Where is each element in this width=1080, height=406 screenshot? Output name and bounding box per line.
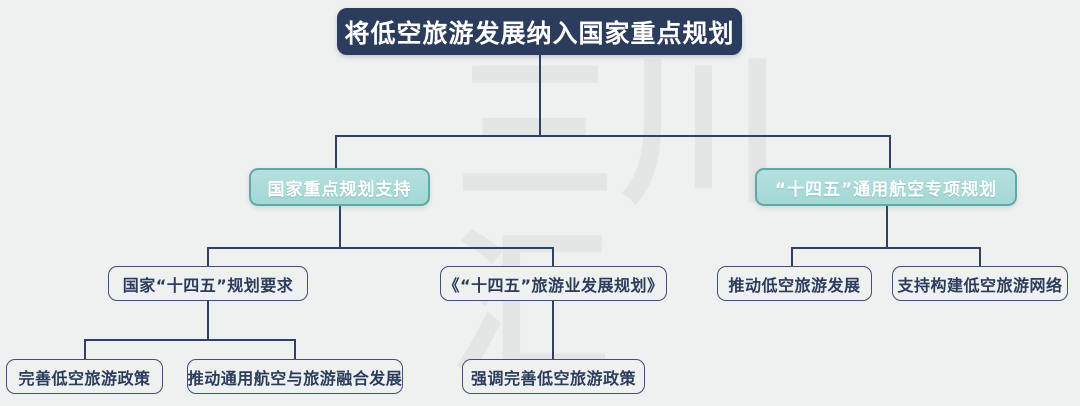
- connector-title-down: [539, 55, 541, 136]
- watermark-top: 三川: [455, 38, 788, 225]
- connector-level3-left-bar: [207, 247, 554, 249]
- connector-left-branch-down: [339, 206, 341, 249]
- connector-level3-node2-up: [552, 247, 554, 267]
- connector-level4-node2-up: [294, 339, 296, 360]
- connector-level3-right-bar: [791, 247, 981, 249]
- connector-level2-bar: [335, 135, 891, 137]
- connector-level4-node1-up: [84, 339, 86, 360]
- connector-level3-node3-up: [791, 247, 793, 267]
- node-integrate-aviation-tourism[interactable]: 推动通用航空与旅游融合发展: [187, 359, 403, 394]
- node-emphasize-improve-policy[interactable]: 强调完善低空旅游政策: [462, 359, 645, 394]
- node-improve-policy[interactable]: 完善低空旅游政策: [6, 359, 163, 394]
- connector-node1-down: [207, 300, 209, 341]
- connector-level3-node1-up: [207, 247, 209, 267]
- node-branch-national-plan[interactable]: 国家重点规划支持: [249, 168, 430, 206]
- node-14th-five-year-requirement[interactable]: 国家“十四五”规划要求: [108, 266, 308, 301]
- node-branch-aviation-plan[interactable]: “十四五”通用航空专项规划: [755, 168, 1017, 206]
- connector-level3-node4-up: [979, 247, 981, 267]
- connector-level2-right-up: [889, 135, 891, 168]
- connector-level4-bar: [84, 339, 296, 341]
- connector-right-branch-down: [886, 206, 888, 249]
- connector-node2-down: [552, 300, 554, 360]
- node-promote-low-altitude-tourism[interactable]: 推动低空旅游发展: [717, 266, 872, 301]
- node-tourism-development-plan[interactable]: 《“十四五”旅游业发展规划》: [440, 266, 667, 301]
- node-support-tourism-network[interactable]: 支持构建低空旅游网络: [892, 266, 1068, 301]
- connector-level2-left-up: [335, 135, 337, 168]
- node-root-title[interactable]: 将低空旅游发展纳入国家重点规划: [337, 8, 742, 55]
